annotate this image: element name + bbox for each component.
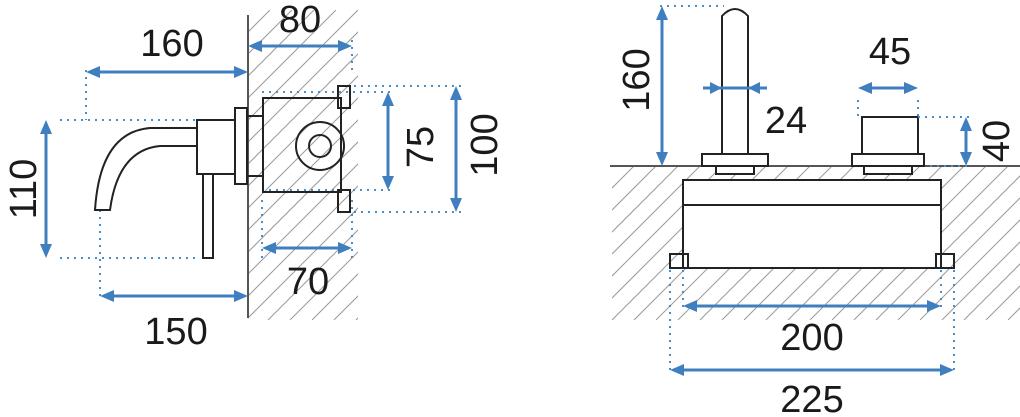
dim-box-width: 200: [780, 317, 843, 359]
hatch-line: [875, 175, 1020, 320]
hatch-line: [248, 185, 358, 297]
spout: [93, 127, 197, 211]
valve-body: [262, 97, 342, 193]
front-guides: [660, 5, 972, 372]
wall-flange: [234, 107, 248, 185]
front-arrows: [656, 6, 972, 376]
dim-lever-height: 160: [616, 48, 658, 111]
dim-box-overall: 225: [780, 379, 843, 417]
hatch-line: [248, 10, 337, 99]
dim-body-depth: 80: [279, 0, 321, 41]
hatch-line: [248, 10, 358, 121]
faucet-side-outline: [93, 85, 351, 259]
hatch-line: [612, 165, 657, 211]
side-view: 160 80 110 75 100 70 150: [3, 0, 506, 353]
hatch-line: [919, 219, 1020, 320]
dim-lever-diameter: 24: [765, 100, 807, 142]
dim-spout-height-front: 40: [976, 120, 1018, 162]
hatch-line: [248, 163, 358, 275]
side-guides: [60, 40, 462, 296]
front-fixtures: [701, 8, 925, 175]
hatch-line: [248, 53, 358, 165]
hatch-line: [248, 207, 358, 319]
lever-rod: [721, 8, 749, 154]
side-arrows: [40, 40, 462, 302]
hatch-line: [248, 31, 358, 143]
hatch-line: [612, 166, 613, 167]
hatch-line: [248, 75, 358, 187]
lever-handle: [202, 173, 214, 259]
embedded-box: [669, 179, 955, 269]
hatch-line: [612, 165, 701, 255]
spout-collar: [196, 119, 236, 175]
mount-tab-bottom: [337, 189, 351, 213]
wall-hatch-left: [248, 10, 358, 320]
lever-base: [701, 153, 769, 167]
dim-plate-height-outer: 100: [464, 113, 506, 176]
dim-plate-height-inner: 75: [400, 126, 442, 168]
front-view: 160 24 45 40 200 225: [610, 5, 1020, 417]
hatch-line: [941, 241, 1020, 320]
spout-front: [861, 116, 919, 155]
flange-neck: [246, 115, 264, 177]
dim-wall-to-spout: 150: [144, 311, 207, 353]
dim-spout-height: 110: [3, 159, 45, 220]
hatch-line: [248, 10, 315, 77]
hatch-line: [289, 251, 358, 320]
hatch-line: [897, 197, 1020, 320]
valve-circle-outer: [295, 121, 345, 171]
hatch-line: [963, 263, 1020, 320]
hatch-line: [612, 165, 679, 233]
valve-circle-inner: [308, 134, 332, 158]
hatch-line: [267, 229, 358, 320]
spout-base: [851, 153, 925, 167]
dim-body-width: 70: [287, 261, 329, 303]
dim-spout-projection: 160: [140, 23, 203, 65]
mount-tab-top: [337, 85, 351, 109]
hatch-line: [248, 97, 358, 209]
dim-spout-width: 45: [869, 31, 911, 73]
hatch-line: [985, 285, 1020, 320]
hatch-line: [612, 165, 635, 189]
hatch-line: [248, 119, 358, 231]
